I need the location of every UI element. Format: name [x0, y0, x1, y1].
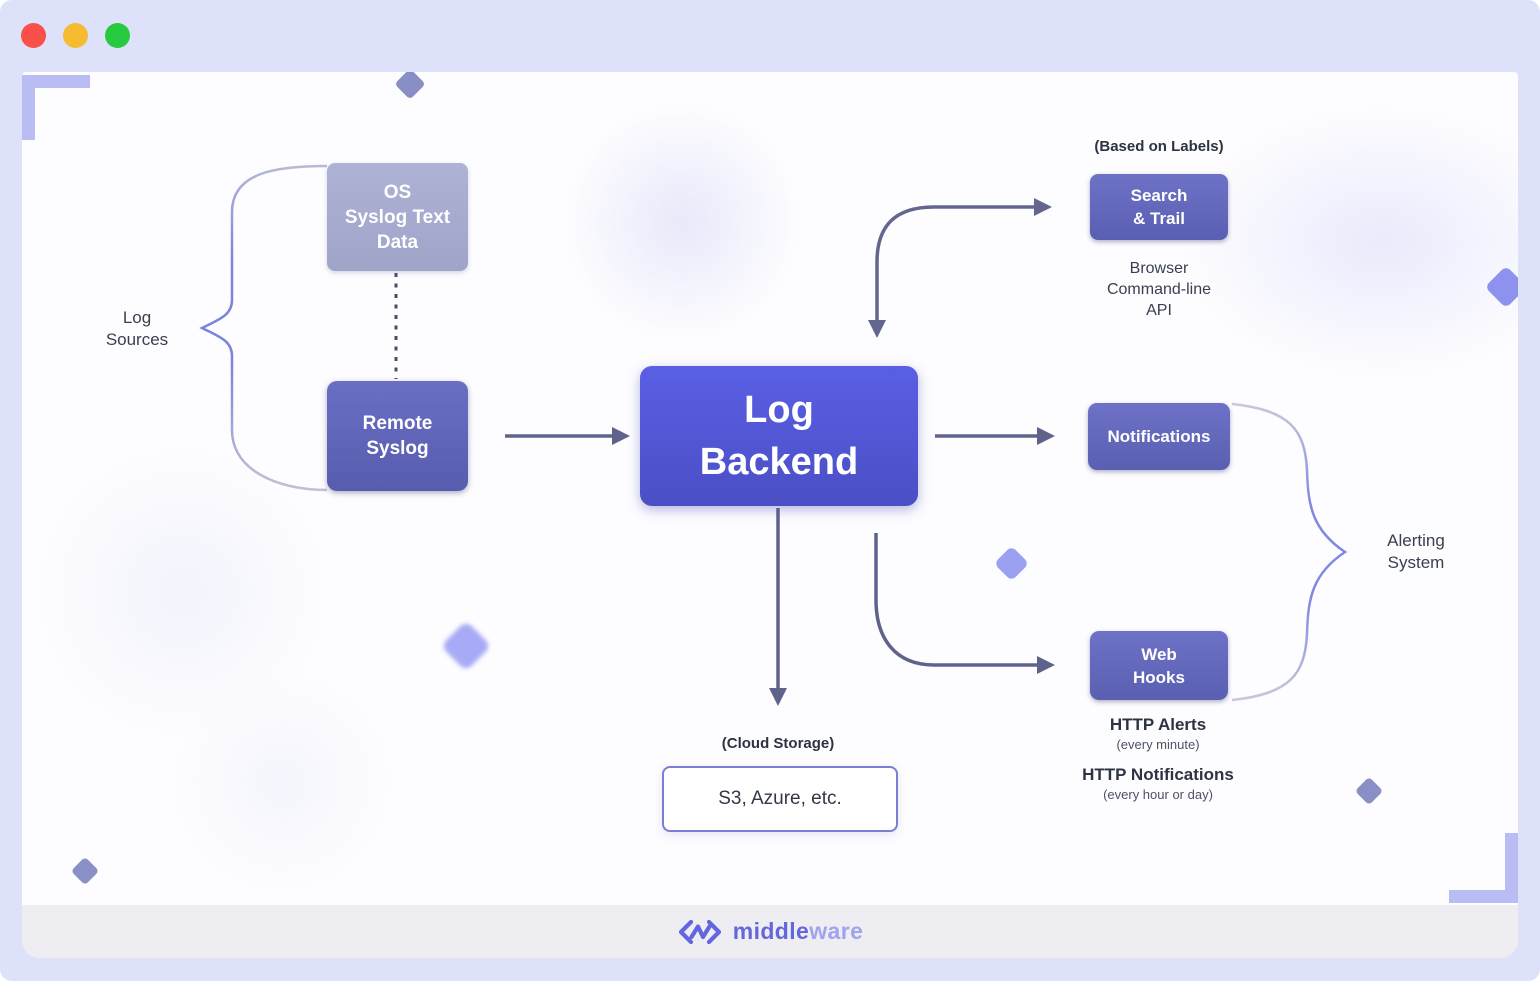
diamond-decoration: [993, 545, 1030, 582]
diagram-canvas: OS Syslog Text Data Remote Syslog Log Ba…: [22, 72, 1518, 958]
alerting-system-label: Alerting System: [1387, 531, 1445, 572]
middleware-wordmark: middleware: [733, 918, 864, 945]
arrowhead: [1037, 427, 1055, 445]
node-notifications: Notifications: [1088, 403, 1230, 470]
corner-accent-bottom-right: [1449, 833, 1518, 903]
diamond-decoration: [1484, 265, 1518, 309]
node-web-hooks: Web Hooks: [1090, 631, 1228, 700]
node-cloud-storage-providers: S3, Azure, etc.: [662, 766, 898, 832]
search-access-channels-label: Browser Command-line API: [1106, 260, 1212, 319]
http-notifications-label: HTTP Notifications: [1082, 765, 1234, 784]
cloud-storage-caption: (Cloud Storage): [721, 735, 835, 752]
arrowhead: [612, 427, 630, 445]
diamond-decoration: [440, 620, 492, 672]
arrowhead: [1037, 656, 1055, 674]
http-notifications-frequency-label: (every hour or day): [1103, 787, 1213, 802]
maximize-button[interactable]: [105, 23, 130, 48]
node-remote-syslog: Remote Syslog: [327, 381, 468, 491]
diamond-decoration: [1354, 776, 1384, 806]
footer-bar: middleware: [22, 905, 1518, 958]
minimize-button[interactable]: [63, 23, 88, 48]
alerting-system-brace: [1231, 402, 1348, 702]
close-button[interactable]: [21, 23, 46, 48]
based-on-labels-caption: (Based on Labels): [1094, 138, 1224, 155]
arrowhead: [1034, 198, 1052, 216]
node-search-and-trail: Search & Trail: [1090, 174, 1228, 240]
node-os-syslog-text-data: OS Syslog Text Data: [327, 163, 468, 271]
corner-accent-top-left: [22, 75, 90, 140]
wordmark-secondary: ware: [809, 918, 864, 944]
diamond-decoration: [394, 72, 426, 100]
diamond-decoration: [70, 856, 100, 886]
window-controls: [21, 23, 130, 48]
wordmark-primary: middle: [732, 918, 810, 944]
node-log-backend: Log Backend: [640, 366, 918, 506]
middleware-logo-icon: [678, 919, 721, 944]
arrow-backend-search-curve: [875, 205, 1034, 322]
arrowhead: [769, 688, 787, 706]
http-alerts-label: HTTP Alerts: [1109, 715, 1207, 734]
http-alerts-frequency-label: (every minute): [1116, 737, 1200, 752]
log-sources-brace: [199, 164, 328, 492]
arrowhead: [868, 320, 886, 338]
log-sources-label: Log Sources: [105, 308, 169, 349]
